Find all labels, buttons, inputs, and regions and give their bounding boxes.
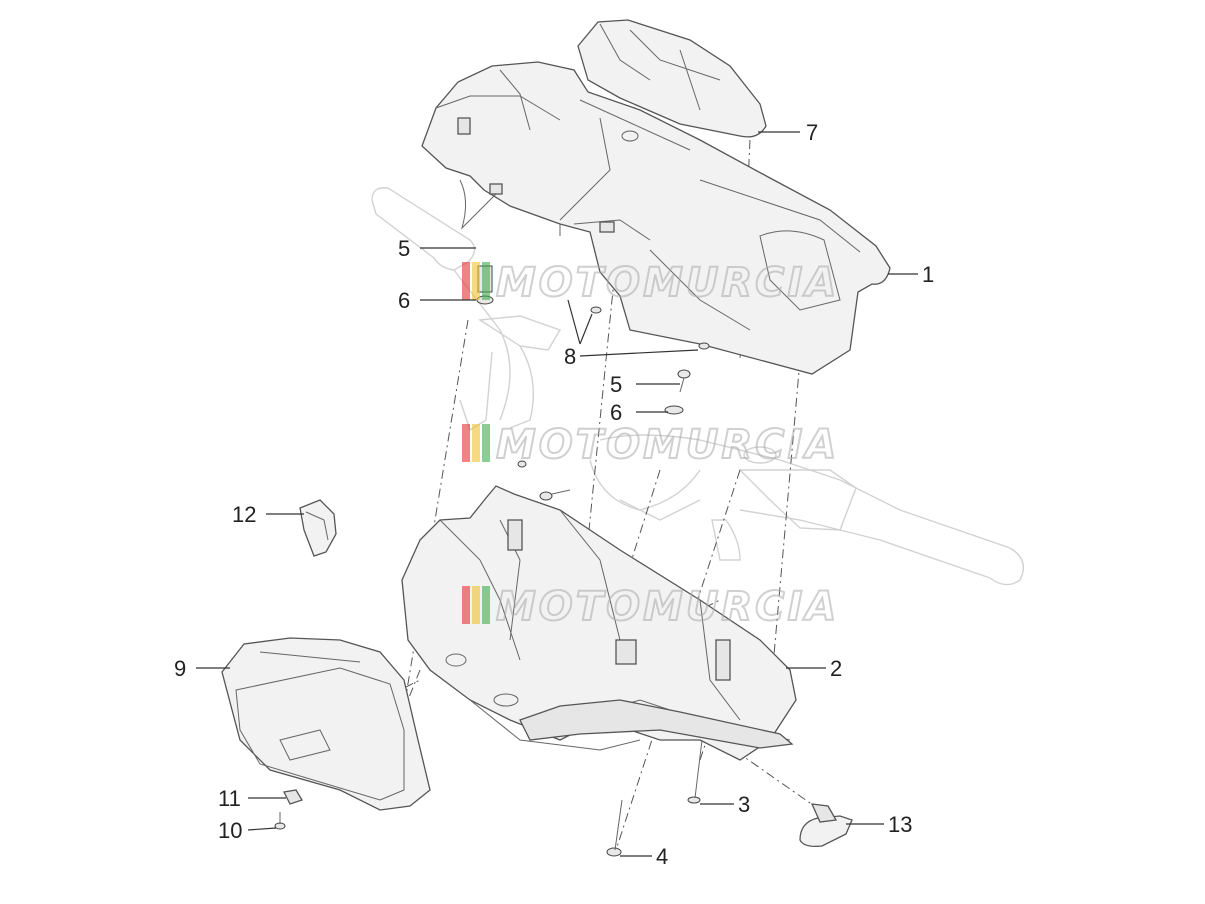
- callout-3: 3: [738, 792, 750, 817]
- callout-5-middle: 5: [610, 372, 622, 397]
- screw-10: [274, 812, 286, 830]
- screw-3: [687, 739, 703, 804]
- right-switch-cover: [799, 803, 853, 848]
- screw-mid-assembly: [517, 460, 571, 501]
- watermarks: MOTOMURCIA MOTOMURCIA MOTOMURCIA: [462, 259, 839, 631]
- watermark-text: MOTOMURCIA: [496, 260, 839, 306]
- watermark-2: MOTOMURCIA: [462, 421, 839, 469]
- top-cover-plate: [577, 19, 767, 138]
- handlebar-lower-cover: [401, 485, 797, 761]
- clip-part: [283, 789, 303, 805]
- callout-1: 1: [922, 262, 934, 287]
- screw-4: [606, 799, 623, 857]
- callout-12: 12: [232, 502, 256, 527]
- watermark-1: MOTOMURCIA: [462, 259, 839, 307]
- callout-5-upper: 5: [398, 236, 410, 261]
- callout-4: 4: [656, 844, 668, 869]
- instrument-frame: [221, 637, 431, 811]
- watermark-text: MOTOMURCIA: [496, 422, 839, 468]
- callout-8: 8: [564, 344, 576, 369]
- callout-11: 11: [218, 786, 241, 811]
- callout-7: 7: [806, 120, 818, 145]
- watermark-3: MOTOMURCIA: [462, 583, 839, 631]
- callout-2: 2: [830, 656, 842, 681]
- screw-5-middle: [664, 369, 691, 415]
- callout-labels: 1 2 3 4 5 5 6 6 7 8 9 10 11 12 13: [174, 120, 934, 869]
- watermark-text: MOTOMURCIA: [496, 584, 839, 630]
- handlebar-upper-cover: [421, 61, 891, 375]
- callout-10: 10: [218, 818, 242, 843]
- callout-13: 13: [888, 812, 912, 837]
- callout-9: 9: [174, 656, 186, 681]
- leader-lines: [196, 131, 918, 857]
- left-switch-cover: [299, 499, 337, 557]
- handlebar-ghost: [371, 187, 1024, 586]
- screw-8: [559, 224, 710, 350]
- callout-6-middle: 6: [610, 400, 622, 425]
- callout-6-upper: 6: [398, 288, 410, 313]
